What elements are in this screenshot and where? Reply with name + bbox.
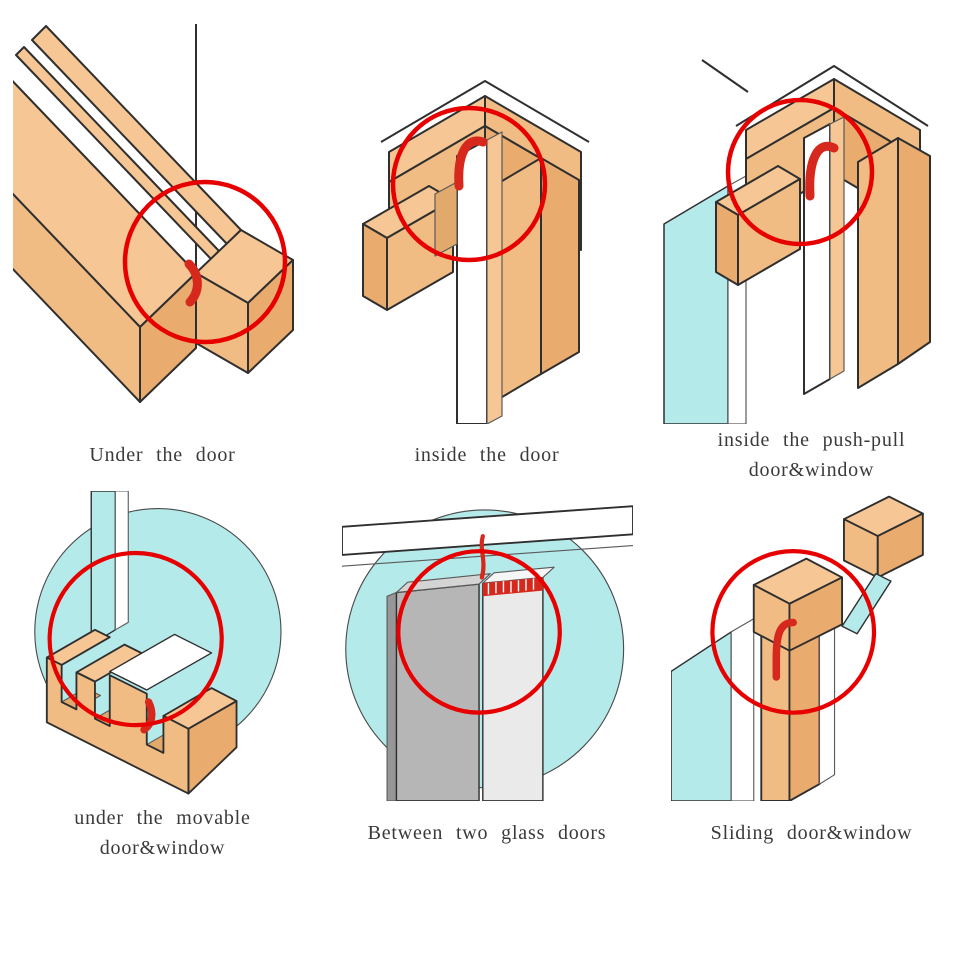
highlight-circle <box>725 98 874 247</box>
glass-pane <box>90 491 129 646</box>
left-glass-door <box>385 573 491 801</box>
brush-seal-strip <box>479 534 543 597</box>
panel-under-the-door: Under the door <box>0 0 325 487</box>
illustration-inside-push-pull <box>662 14 962 425</box>
rubber-seal-strip <box>772 618 797 681</box>
caption-line: Between two glass doors <box>367 821 607 844</box>
panel-sliding-door-window: Sliding door&window <box>649 487 974 974</box>
caption-inside-push-pull: inside the push-pull door&window <box>718 424 906 487</box>
wood-stile <box>752 557 843 801</box>
caption-line: inside the door <box>414 444 560 467</box>
wood-header-block <box>842 495 924 579</box>
push-pull-frame-drawing <box>662 59 931 425</box>
caption-line: door&window <box>99 836 226 859</box>
wood-track-profile <box>45 628 238 795</box>
door-top-jamb-drawing <box>362 80 590 425</box>
caption-line: Under the door <box>89 444 236 467</box>
highlight-circle <box>709 549 876 715</box>
caption-under-the-door: Under the door <box>89 424 235 487</box>
illustration-under-the-door <box>12 14 313 424</box>
two-glass-doors-drawing <box>341 505 633 801</box>
door-bottom-channel-drawing <box>12 24 294 404</box>
highlight-circle <box>122 180 287 345</box>
illustration-under-movable <box>19 489 306 801</box>
caption-between-glass-doors: Between two glass doors <box>368 801 607 865</box>
rubber-seal-strip <box>804 142 838 201</box>
caption-line: inside the push-pull <box>717 429 906 452</box>
caption-line: Sliding door&window <box>710 821 913 844</box>
rubber-seal-strip <box>184 259 202 307</box>
frame-edge-line <box>700 59 749 94</box>
panel-between-glass-doors: Between two glass doors <box>325 487 649 974</box>
illustration-sliding-door-window <box>670 489 953 801</box>
movable-sash-slab <box>109 633 213 691</box>
rubber-seal-strip <box>140 698 156 734</box>
caption-inside-the-door: inside the door <box>415 424 560 487</box>
illustration-between-glass-doors <box>341 489 633 801</box>
caption-line: door&window <box>748 459 875 482</box>
rubber-seal-strip <box>454 136 488 191</box>
wood-frame <box>714 65 931 390</box>
highlight-circle <box>395 549 562 715</box>
glass-pane <box>670 618 754 801</box>
movable-track-drawing <box>34 491 282 795</box>
right-glass-door <box>481 566 555 801</box>
panel-inside-the-door: inside the door <box>325 0 649 487</box>
panel-inside-push-pull: inside the push-pull door&window <box>649 0 974 487</box>
sliding-frame-drawing <box>670 495 924 801</box>
caption-line: under the movable <box>74 806 251 829</box>
panel-under-movable: under the movable door&window <box>0 487 325 974</box>
caption-under-movable: under the movable door&window <box>74 801 250 865</box>
highlight-circle <box>390 106 548 263</box>
door-leaf <box>434 131 503 425</box>
caption-sliding-door-window: Sliding door&window <box>711 801 913 865</box>
top-track-beam <box>341 505 633 567</box>
highlight-circle <box>47 550 224 728</box>
glass-edge-strip <box>840 572 892 635</box>
illustration-inside-the-door <box>337 14 637 425</box>
